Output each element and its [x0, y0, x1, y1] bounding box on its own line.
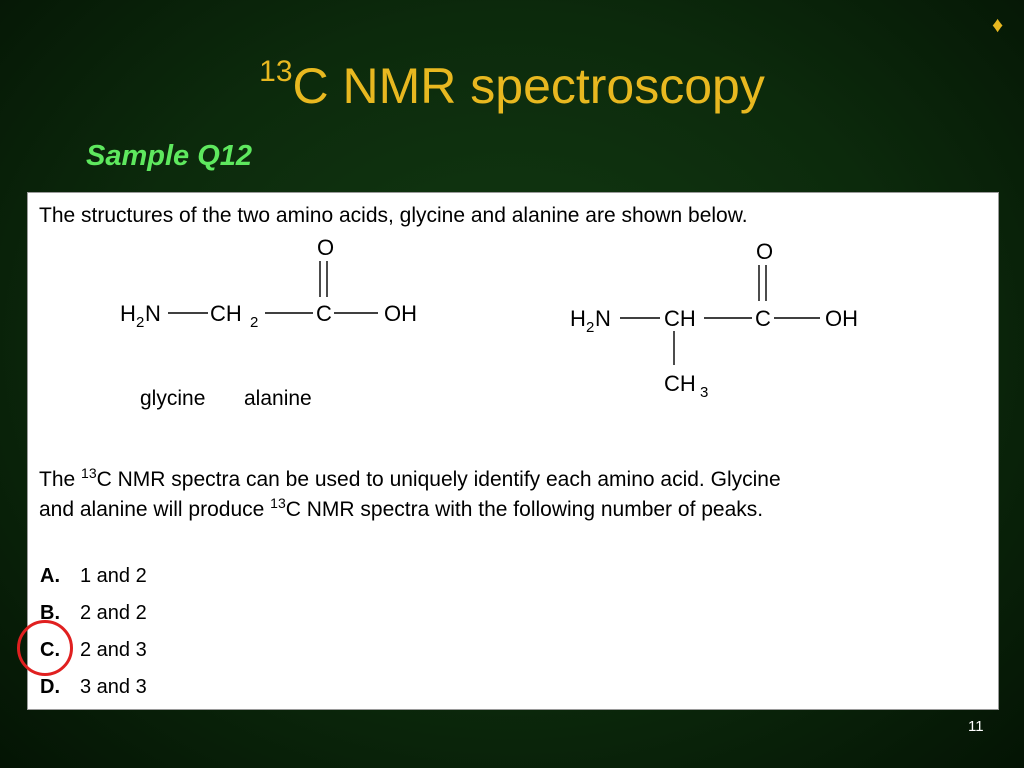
question-intro: The structures of the two amino acids, g… — [39, 204, 748, 227]
glycine-carbonyl-oxygen: O — [317, 235, 334, 260]
question-card: The structures of the two amino acids, g… — [17, 192, 999, 710]
alanine-methyl-ch: CH — [664, 371, 696, 396]
diamond-bullet-icon: ♦ — [992, 12, 1004, 37]
slide-subtitle: Sample Q12 — [86, 140, 253, 172]
option-b[interactable]: B. 2 and 2 — [40, 599, 147, 627]
glycine-hydroxyl: OH — [384, 301, 417, 326]
title-text: C NMR spectroscopy — [292, 58, 765, 114]
glycine-methylene-subscript: 2 — [250, 314, 258, 331]
label-alanine: alanine — [244, 387, 312, 410]
page-number: 11 — [968, 718, 984, 735]
option-b-text: 2 and 2 — [80, 602, 147, 624]
glycine-carboxyl-c: C — [316, 301, 332, 326]
alanine-amine-h: H — [570, 306, 586, 331]
alanine-carboxyl-c: C — [755, 306, 771, 331]
para2-superscript: 13 — [270, 495, 286, 511]
molecule-structures: O H 2 N CH 2 C OH O H 2 N CH C — [120, 235, 858, 401]
answer-highlight-circle — [17, 620, 73, 676]
alanine-structure: O H 2 N CH C OH CH 3 — [570, 239, 858, 401]
para1-text-b: C NMR spectra can be used to uniquely id… — [96, 468, 781, 491]
glycine-amine-subscript: 2 — [136, 314, 144, 331]
glycine-amine-h: H — [120, 301, 136, 326]
para2-text-b: C NMR spectra with the following number … — [285, 498, 764, 521]
glycine-structure: O H 2 N CH 2 C OH — [120, 235, 417, 331]
para1-superscript: 13 — [81, 465, 97, 481]
alanine-amine-n: N — [595, 306, 611, 331]
title-superscript: 13 — [259, 55, 293, 88]
glycine-amine-n: N — [145, 301, 161, 326]
alanine-hydroxyl: OH — [825, 306, 858, 331]
label-glycine: glycine — [140, 387, 206, 410]
alanine-methyl-subscript: 3 — [700, 384, 708, 401]
option-b-letter: B. — [40, 602, 60, 624]
option-d[interactable]: D. 3 and 3 — [40, 673, 147, 701]
glycine-methylene-ch: CH — [210, 301, 242, 326]
question-paragraph-line2: and alanine will produce 13C NMR spectra… — [39, 488, 763, 525]
option-a[interactable]: A. 1 and 2 — [40, 562, 147, 590]
para2-text-a: and alanine will produce — [39, 498, 271, 521]
option-a-text: 1 and 2 — [80, 565, 147, 587]
alanine-amine-subscript: 2 — [586, 319, 594, 336]
alanine-carbonyl-oxygen: O — [756, 239, 773, 264]
slide-title: 13C NMR spectroscopy — [0, 40, 1024, 118]
question-paragraph-line1: The 13C NMR spectra can be used to uniqu… — [39, 458, 781, 495]
para1-text-a: The — [39, 468, 82, 491]
option-d-letter: D. — [40, 676, 60, 698]
alanine-alpha-ch: CH — [664, 306, 696, 331]
option-a-letter: A. — [40, 565, 60, 587]
option-c-text: 2 and 3 — [80, 639, 147, 661]
option-d-text: 3 and 3 — [80, 676, 147, 698]
